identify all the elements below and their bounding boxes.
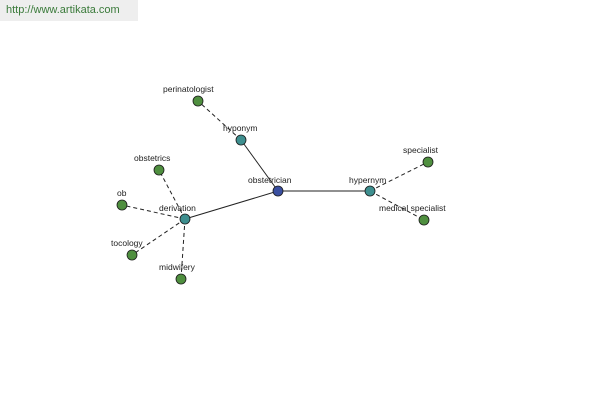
edge-derivation-obstetrics xyxy=(158,169,186,220)
node-perinatologist[interactable] xyxy=(192,95,204,107)
node-specialist[interactable] xyxy=(422,156,434,168)
edge-hyponym-perinatologist xyxy=(197,100,242,141)
node-midwifery[interactable] xyxy=(175,273,187,285)
node-label-specialist[interactable]: specialist xyxy=(403,145,439,155)
site-url-link[interactable]: http://www.artikata.com xyxy=(0,0,138,21)
edge-derivation-ob xyxy=(121,204,186,220)
node-label-perinatologist[interactable]: perinatologist xyxy=(163,84,214,94)
node-hypernym[interactable] xyxy=(364,185,376,197)
node-obstetrician[interactable] xyxy=(272,185,284,197)
node-tocology[interactable] xyxy=(126,249,138,261)
node-obstetrics[interactable] xyxy=(153,164,165,176)
edges-layer xyxy=(121,100,429,280)
nodes-layer xyxy=(116,95,434,285)
node-label-medical-specialist[interactable]: medical specialist xyxy=(379,203,446,213)
node-label-derivation[interactable]: derivation xyxy=(159,203,196,213)
node-label-obstetrician[interactable]: obstetrician xyxy=(248,175,292,185)
edge-hypernym-medical-specialist xyxy=(369,190,425,221)
labels-layer: obstetrician hyponym hypernym derivation per… xyxy=(111,84,446,272)
node-label-hypernym[interactable]: hypernym xyxy=(349,175,386,185)
node-label-ob[interactable]: ob xyxy=(117,188,127,198)
node-label-obstetrics[interactable]: obstetrics xyxy=(134,153,170,163)
node-hyponym[interactable] xyxy=(235,134,247,146)
edge-derivation-midwifery xyxy=(180,218,186,280)
node-label-hyponym[interactable]: hyponym xyxy=(223,123,258,133)
node-ob[interactable] xyxy=(116,199,128,211)
node-medical-specialist[interactable] xyxy=(418,214,430,226)
edge-derivation-tocology xyxy=(131,218,186,256)
node-label-tocology[interactable]: tocology xyxy=(111,238,143,248)
node-derivation[interactable] xyxy=(179,213,191,225)
edge-hypernym-specialist xyxy=(369,161,429,192)
node-label-midwifery[interactable]: midwifery xyxy=(159,262,196,272)
edge-obstetrician-hyponym xyxy=(240,139,279,192)
edge-obstetrician-derivation xyxy=(184,190,279,220)
